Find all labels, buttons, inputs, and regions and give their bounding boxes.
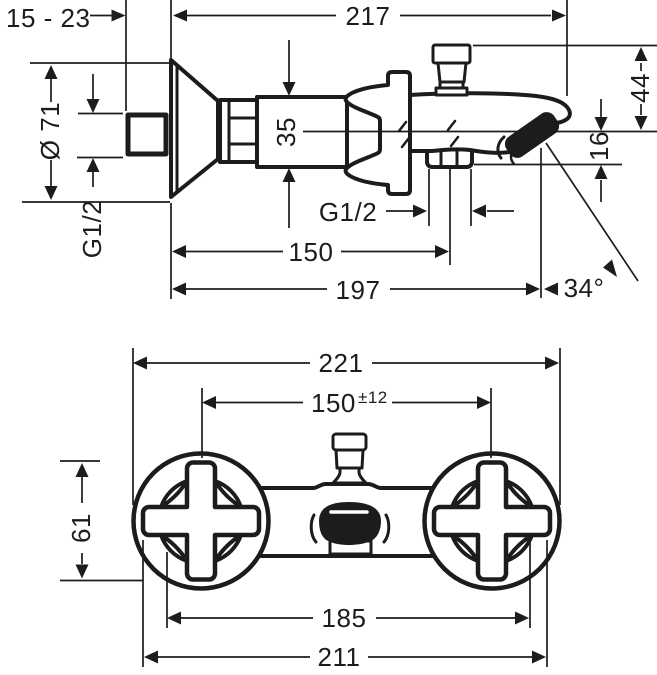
front-view-product — [131, 432, 562, 591]
hose-connection-grooves — [439, 148, 459, 168]
front-view-reference-lines — [60, 348, 561, 667]
dim-spout-angle: 34° — [544, 259, 617, 303]
dim-depth-total-label: 217 — [346, 1, 391, 31]
outlet-clip-right — [382, 513, 391, 544]
aerator-tip — [504, 112, 560, 158]
dim-width-nuts-label: 211 — [318, 642, 361, 672]
dim-reach-total-label: 197 — [336, 275, 381, 305]
side-view: 15 - 23 217 Ø 71 G1/2 35 — [6, 0, 657, 305]
front-view: 221 150 ±12 61 185 211 — [60, 348, 562, 672]
dim-width-total: 221 — [133, 348, 559, 378]
cross-handle-right — [431, 460, 553, 582]
dim-depth-total: 217 — [173, 1, 566, 31]
dim-inlet-centers: 150 ±12 — [202, 388, 491, 418]
dim-reach-outlet-label: 150 — [289, 237, 334, 267]
diverter-knob-foot — [434, 86, 469, 97]
dim-wall-range-label: 15 - 23 — [6, 3, 90, 33]
outlet-aerator-front — [319, 502, 381, 545]
dim-outlet-drop: 16 — [584, 99, 614, 202]
dim-width-unions-label: 185 — [322, 603, 367, 633]
body-bar-top — [240, 482, 452, 490]
dim-body-diameter-label: 35 — [271, 117, 301, 147]
diverter-knob-cap — [431, 43, 472, 65]
dim-reach-total: 197 — [172, 275, 540, 305]
side-view-product — [125, 43, 572, 199]
break-marks — [397, 119, 460, 149]
diverter-knob-front-mid — [334, 448, 365, 470]
dim-outlet-drop-label: 16 — [584, 131, 614, 161]
dim-handle-height-label: 61 — [66, 513, 96, 543]
wall-pipe-stub — [125, 112, 169, 157]
aerator-clip-left — [496, 135, 506, 160]
dim-body-diameter: 35 — [271, 40, 301, 228]
dim-spout-angle-label: 34° — [564, 273, 605, 303]
outlet-clip-left — [309, 513, 318, 544]
dim-escutcheon-diameter-label: Ø 71 — [35, 102, 65, 160]
cross-handle-profile — [343, 70, 412, 196]
dim-wall-range: 15 - 23 — [6, 3, 126, 33]
dim-escutcheon-diameter: Ø 71 — [35, 65, 65, 200]
dim-inlet-centers-label: 150 — [311, 388, 356, 418]
dim-inlet-centers-tolerance-label: ±12 — [358, 388, 388, 407]
dim-hose-thread-label: G1/2 — [319, 197, 377, 227]
diverter-knob-mid — [436, 61, 468, 84]
union-nut — [218, 98, 259, 164]
union-nut-facets — [227, 99, 259, 163]
dim-inlet-thread: G1/2 — [77, 74, 107, 258]
dim-inlet-thread-label: G1/2 — [77, 200, 107, 258]
dim-width-total-label: 221 — [319, 348, 364, 378]
diverter-knob-front-cap — [331, 432, 368, 452]
aerator-clip-inner — [509, 147, 516, 166]
side-view-reference-lines — [22, 0, 657, 299]
diverter-knob-front-neck — [331, 466, 368, 485]
dim-reach-outlet: 150 — [172, 237, 449, 267]
dim-width-nuts: 211 — [144, 642, 546, 672]
dim-hose-thread: G1/2 — [319, 197, 514, 227]
spout-angle-line — [545, 142, 639, 282]
cross-handle-left — [140, 460, 262, 582]
dim-height-above-outlet: 44 — [625, 47, 655, 130]
dim-handle-height: 61 — [66, 463, 96, 579]
dim-height-above-outlet-label: 44 — [625, 73, 655, 103]
dim-width-unions: 185 — [167, 603, 529, 633]
